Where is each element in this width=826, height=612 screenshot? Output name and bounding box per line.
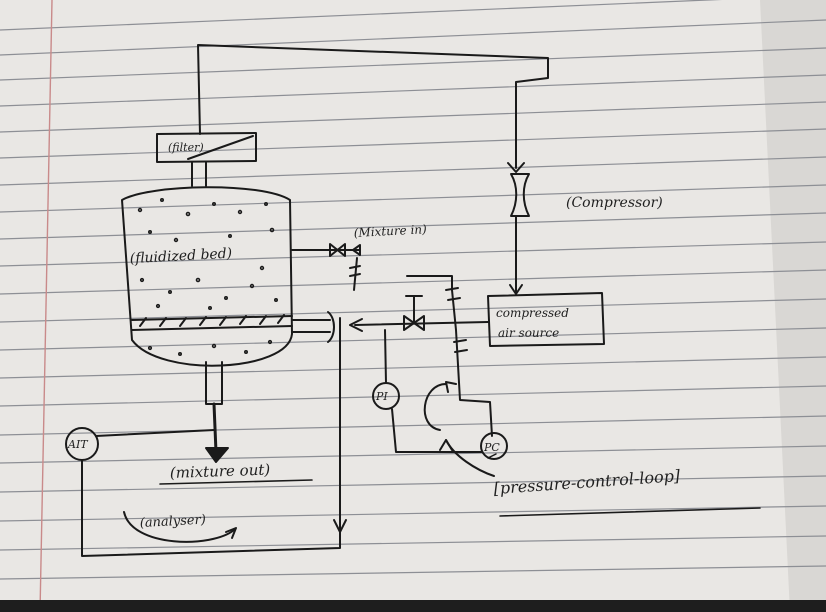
pc-label: PC — [483, 441, 500, 454]
page-edge — [760, 0, 826, 612]
analyser-line — [81, 331, 341, 557]
compressor-label: (Compressor) — [566, 195, 663, 211]
margin-line — [39, 0, 53, 612]
control-valve — [403, 315, 425, 331]
analyser-label: (analyser) — [139, 513, 206, 531]
mixture-in-valve — [329, 243, 346, 257]
compressed-air-label-line1: compressed — [496, 306, 569, 320]
loop-arrow — [423, 383, 447, 431]
return-line — [197, 44, 549, 169]
fluidized-bed-label: (fluidized bed) — [129, 246, 232, 267]
filter-box — [156, 132, 257, 163]
ait-label: AIT — [67, 438, 89, 451]
compressed-air-box — [487, 292, 605, 347]
filter-label: (filter) — [168, 141, 204, 154]
mixture-in-label: (Mixture in) — [353, 222, 427, 240]
compressed-air-label-line2: air source — [498, 326, 559, 340]
mixture-out-arrowhead — [205, 447, 229, 463]
fluidized-bed-vessel — [121, 186, 293, 367]
bottom-shadow — [0, 600, 826, 612]
air-supply-line — [354, 321, 489, 326]
pi-label: PI — [375, 390, 388, 403]
ruled-lines — [0, 0, 826, 580]
compressor-symbol — [510, 173, 530, 217]
mixture-out-label: (mixture out) — [170, 460, 271, 481]
sample-line — [95, 429, 215, 437]
pc-controller — [480, 432, 508, 460]
return-line-arrowhead — [507, 162, 525, 173]
ink-drawing — [65, 44, 761, 557]
bed-particles — [137, 198, 278, 356]
analyser-arrow — [123, 511, 235, 543]
mixture-out-line — [212, 402, 218, 454]
